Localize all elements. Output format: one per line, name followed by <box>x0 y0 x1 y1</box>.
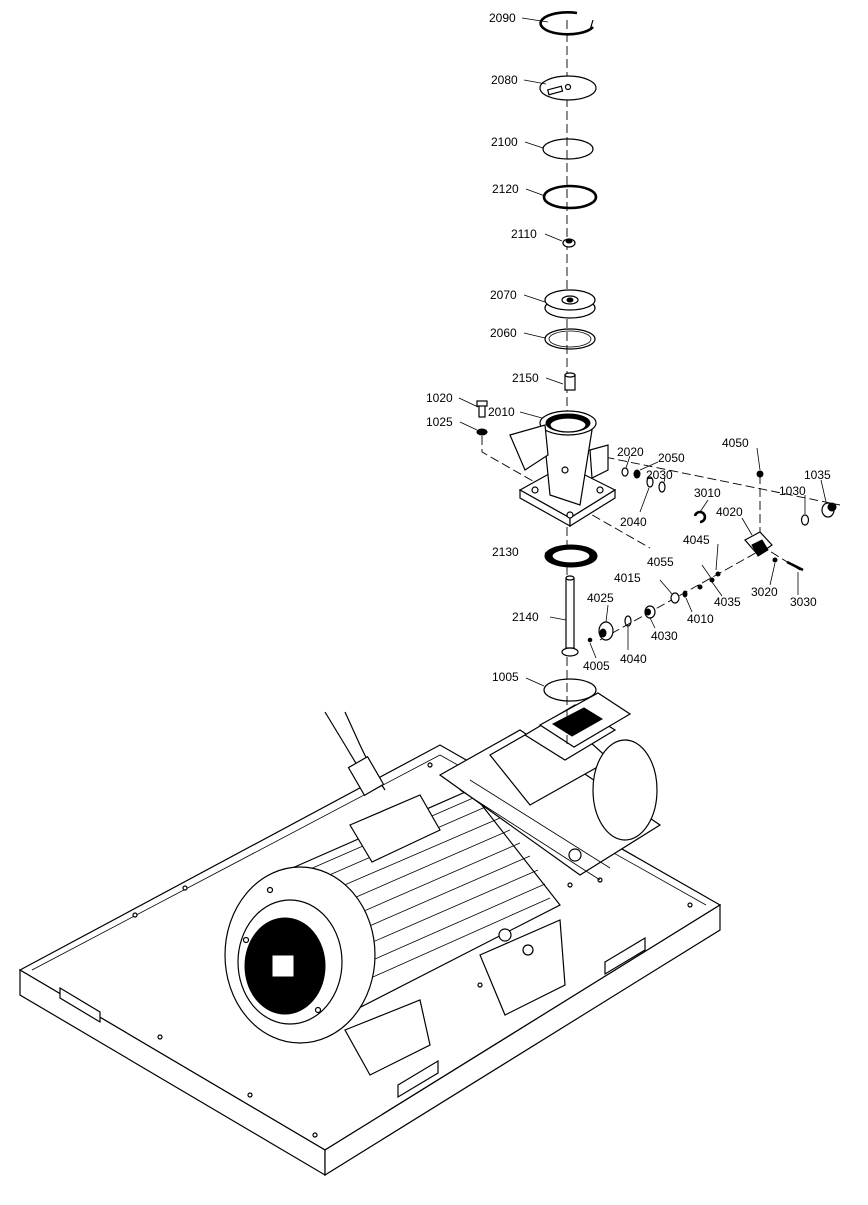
part-2080-disc <box>539 75 597 101</box>
part-3020-nut <box>772 557 778 563</box>
callout-4045: 4045 <box>683 533 710 547</box>
part-3010-clip <box>693 510 707 524</box>
callout-4010: 4010 <box>687 612 714 626</box>
part-2120-ring <box>542 184 598 210</box>
part-2100-oring <box>542 138 594 160</box>
callout-2100: 2100 <box>491 135 518 149</box>
callout-3020: 3020 <box>751 585 778 599</box>
part-1005-oring <box>543 678 597 702</box>
callout-2050: 2050 <box>658 451 685 465</box>
part-2150-sleeve <box>564 372 576 391</box>
part-1035-fitting <box>821 502 837 518</box>
part-1020-bolt <box>476 400 488 418</box>
callout-1030: 1030 <box>779 484 806 498</box>
callout-4015: 4015 <box>614 571 641 585</box>
callout-2150: 2150 <box>512 371 539 385</box>
callout-2120: 2120 <box>492 182 519 196</box>
part-2110-nut <box>562 238 576 248</box>
leader-lines <box>458 17 827 687</box>
part-4005-pin <box>587 637 593 643</box>
callout-2040: 2040 <box>620 515 647 529</box>
part-2040-spacer <box>646 476 654 488</box>
pump <box>438 692 662 956</box>
callout-4025: 4025 <box>587 591 614 605</box>
part-2030-ring <box>658 481 666 493</box>
callout-3010: 3010 <box>694 486 721 500</box>
part-2140-shaft <box>561 575 579 657</box>
part-3030-screw <box>786 560 804 572</box>
part-2020-seal <box>621 467 629 477</box>
part-4045-4055-small-parts <box>697 571 721 590</box>
callout-4030: 4030 <box>651 629 678 643</box>
part-4015-4010-seals <box>670 590 688 604</box>
part-4030-cap <box>644 605 656 619</box>
callout-2090: 2090 <box>489 11 516 25</box>
callout-4035: 4035 <box>714 595 741 609</box>
callout-2110: 2110 <box>511 227 537 241</box>
part-2070-impeller-plate <box>544 289 596 319</box>
callout-labels: 2090 2080 2100 2120 2110 2070 2060 2150 … <box>426 11 831 684</box>
part-4020-valve-body <box>744 531 773 557</box>
callout-1020: 1020 <box>426 391 453 405</box>
callout-2060: 2060 <box>490 326 517 340</box>
part-2090-retaining-ring <box>539 11 594 36</box>
motor <box>224 711 566 1076</box>
callout-4020: 4020 <box>716 505 743 519</box>
callout-1035: 1035 <box>804 468 831 482</box>
callout-1005: 1005 <box>492 670 519 684</box>
callout-2030: 2030 <box>646 468 673 482</box>
part-4050-pin <box>756 470 764 478</box>
callout-2070: 2070 <box>490 288 517 302</box>
part-1025-washer <box>476 428 488 436</box>
callout-2140: 2140 <box>512 610 539 624</box>
part-4025-valve <box>598 621 614 641</box>
callout-4055: 4055 <box>647 555 674 569</box>
part-2010-housing <box>509 410 617 528</box>
part-2130-gasket <box>544 544 598 568</box>
part-2060-oring <box>544 328 596 350</box>
callout-2080: 2080 <box>491 73 518 87</box>
callout-2010: 2010 <box>488 405 515 419</box>
callout-2020: 2020 <box>617 445 644 459</box>
callout-4040: 4040 <box>620 652 647 666</box>
part-1030-washer <box>800 514 810 526</box>
callout-4050: 4050 <box>722 436 749 450</box>
callout-3030: 3030 <box>790 595 817 609</box>
callout-2130: 2130 <box>492 545 519 559</box>
callout-4005: 4005 <box>583 659 610 673</box>
callout-1025: 1025 <box>426 415 453 429</box>
part-2050-washer <box>633 469 641 479</box>
